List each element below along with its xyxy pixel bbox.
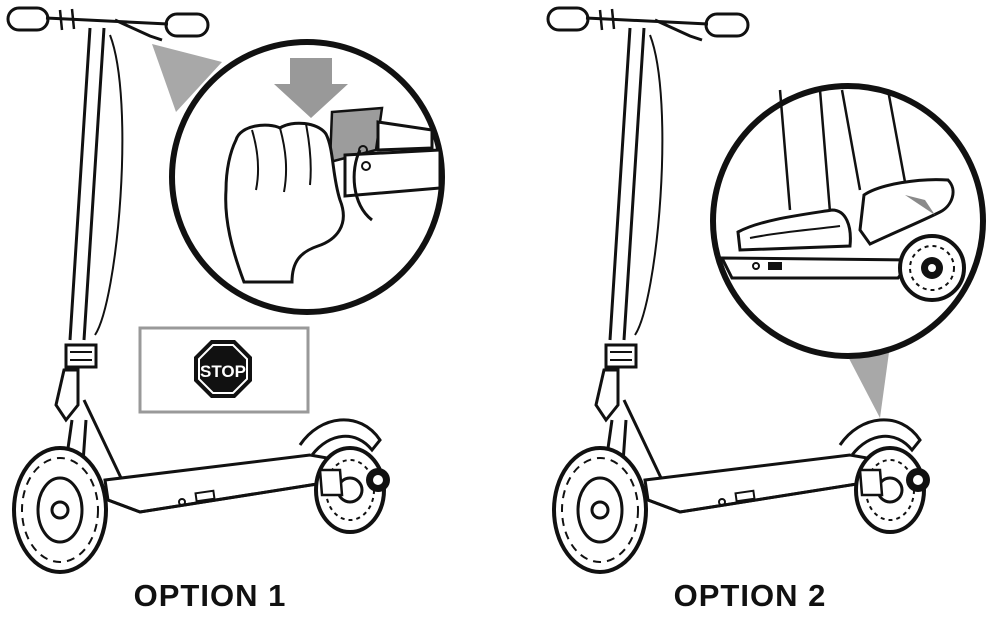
stop-sign-panel: STOP (138, 326, 310, 414)
callout-pointer-option-1 (152, 44, 222, 112)
callout-pointer-option-2 (842, 345, 890, 418)
option-1-label: OPTION 1 (133, 578, 287, 613)
stop-sign-text: STOP (200, 362, 246, 381)
option-2-label: OPTION 2 (673, 578, 827, 613)
foot-brake-callout (710, 83, 986, 359)
brake-lever-callout (169, 39, 445, 315)
stop-sign-icon (194, 340, 252, 398)
down-arrow-icon (274, 58, 348, 118)
